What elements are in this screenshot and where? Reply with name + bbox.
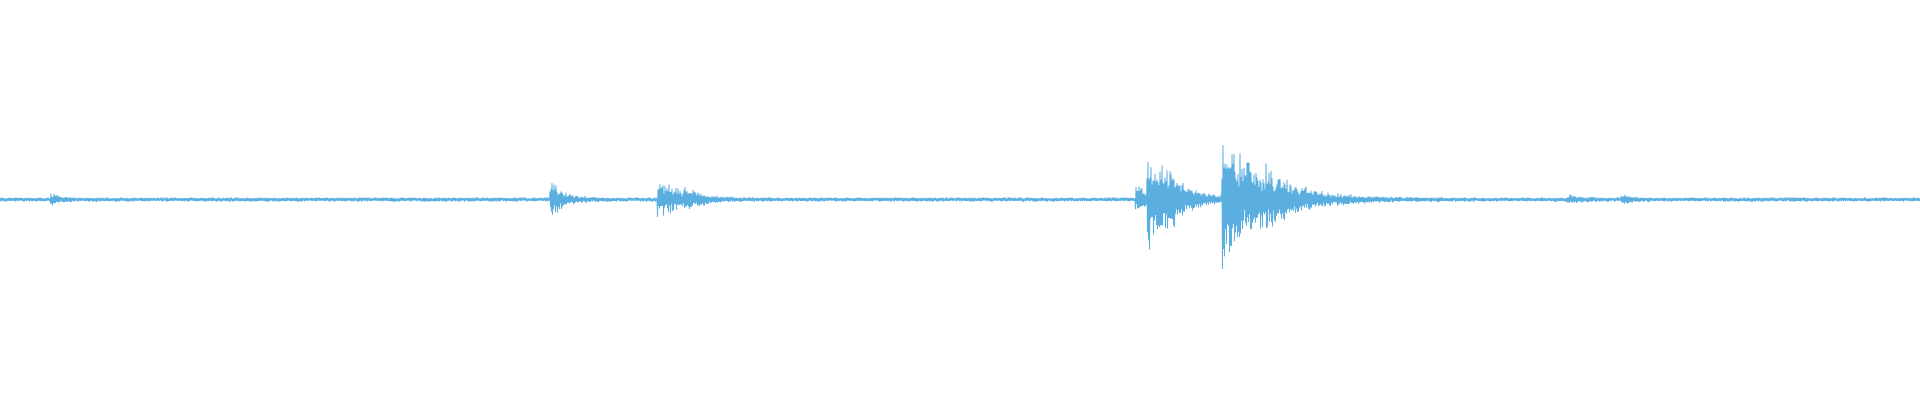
- waveform-trace: [0, 145, 1920, 269]
